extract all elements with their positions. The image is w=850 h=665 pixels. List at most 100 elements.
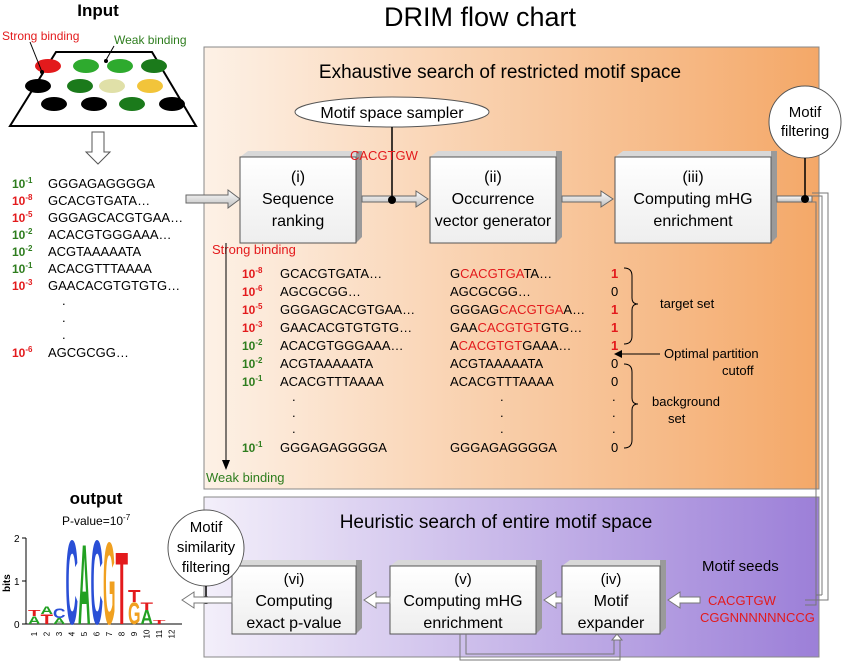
optimal-cutoff-arrow bbox=[614, 350, 660, 358]
table-ellipsis-dot: . bbox=[612, 421, 616, 436]
output-label: output bbox=[70, 489, 123, 508]
logo-ytick-2: 2 bbox=[14, 534, 20, 545]
box-motif-expander: (iv) Motif expander bbox=[561, 560, 666, 635]
box-vi-line1: Computing bbox=[255, 593, 332, 610]
input-sequence: GCACGTGATA… bbox=[48, 193, 150, 208]
optimal-cutoff-label-1: Optimal partition bbox=[664, 346, 759, 361]
input-pvalue: 10-3 bbox=[12, 278, 33, 293]
logo-letter: C bbox=[91, 517, 104, 651]
logo-letter: A bbox=[41, 604, 54, 617]
occurrence-bit: 0 bbox=[611, 356, 618, 371]
box-vi-num: (vi) bbox=[284, 571, 305, 588]
exhaustive-panel bbox=[203, 46, 820, 490]
logo-letter: T bbox=[141, 600, 154, 613]
plate-well bbox=[73, 59, 99, 73]
ranked-pvalue: 10-6 bbox=[242, 284, 263, 299]
logo-xtick: 7 bbox=[105, 631, 114, 636]
logo-letter: A bbox=[28, 614, 41, 627]
ranked-sequence: GGGAGCACGTGAA… bbox=[280, 302, 415, 317]
logo-xtick: 8 bbox=[118, 631, 127, 636]
input-pvalue: 10-2 bbox=[12, 244, 33, 259]
table-ellipsis-dot: . bbox=[292, 421, 296, 436]
occurrence-bit: 0 bbox=[611, 440, 618, 455]
input-weak-label: Weak binding bbox=[114, 33, 187, 47]
box-iii-line2: enrichment bbox=[653, 213, 733, 230]
box-ii-line2: vector generator bbox=[435, 213, 552, 230]
box-i-line1: Sequence bbox=[262, 191, 334, 208]
logo-xtick: 11 bbox=[155, 629, 164, 638]
plate-well bbox=[141, 59, 167, 73]
input-sequence: GAACACGTGTGTG… bbox=[48, 278, 180, 293]
ranked-pvalue: 10-1 bbox=[242, 440, 263, 455]
occurrence-sequence: GCACGTGATA… bbox=[450, 266, 552, 281]
logo-letter: C bbox=[66, 517, 79, 651]
plate-well bbox=[119, 97, 145, 111]
logo-letter: A bbox=[78, 522, 91, 649]
table-ellipsis-dot: . bbox=[292, 405, 296, 420]
plate-well bbox=[67, 79, 93, 93]
input-sequence: AGCGCGG… bbox=[48, 345, 129, 360]
ranked-sequence: GCACGTGATA… bbox=[280, 266, 382, 281]
motif-seed-1: CACGTGW bbox=[708, 593, 777, 608]
box-computing-mhg-enrichment: (iii) Computing mHG enrichment bbox=[614, 151, 777, 244]
motif-filtering-line2: filtering bbox=[781, 123, 829, 140]
box-iv-line1: Motif bbox=[594, 593, 629, 610]
ranking-weak-label: Weak binding bbox=[206, 470, 285, 485]
input-strong-label: Strong binding bbox=[2, 29, 79, 43]
box-ii-line1: Occurrence bbox=[452, 191, 535, 208]
ranked-sequence: ACACGTTTAAAA bbox=[280, 374, 384, 389]
plate-down-arrow bbox=[84, 131, 112, 165]
logo-letter: T bbox=[153, 619, 166, 625]
output-pvalue: P-value=10-7 bbox=[62, 513, 131, 528]
box-occurrence-vector-generator: (ii) Occurrence vector generator bbox=[429, 151, 562, 244]
occurrence-bit: 1 bbox=[611, 338, 618, 353]
occurrence-bit: 1 bbox=[611, 302, 618, 317]
ranking-strong-label: Strong binding bbox=[212, 242, 296, 257]
table-ellipsis-dot: . bbox=[500, 405, 504, 420]
similarity-line1: Motif bbox=[190, 519, 223, 536]
ranked-sequence: GAACACGTGTGTG… bbox=[280, 320, 412, 335]
logo-letter: A bbox=[141, 607, 154, 629]
exhaustive-title: Exhaustive search of restricted motif sp… bbox=[319, 62, 681, 83]
plate-well bbox=[99, 79, 125, 93]
plate-well bbox=[159, 97, 185, 111]
box-iii-line1: Computing mHG bbox=[633, 191, 752, 208]
box-v-line2: enrichment bbox=[423, 615, 503, 632]
occurrence-sequence: GGGAGAGGGGA bbox=[450, 440, 557, 455]
expander-to-mhg-arrow bbox=[543, 591, 563, 609]
occurrence-bit: 0 bbox=[611, 374, 618, 389]
pvalue-to-output-arrow bbox=[181, 591, 233, 609]
logo-xtick: 9 bbox=[130, 631, 139, 636]
logo-letter: T bbox=[28, 609, 41, 618]
background-set-label-1: background bbox=[652, 394, 720, 409]
input-ellipsis-dot: . bbox=[62, 327, 66, 342]
plate-well bbox=[41, 97, 67, 111]
input-pvalue: 10-5 bbox=[12, 210, 33, 225]
plate-well bbox=[25, 79, 51, 93]
logo-xtick: 1 bbox=[30, 631, 39, 636]
input-sequence: ACGTAAAAATA bbox=[48, 244, 142, 259]
logo-ytick-1: 1 bbox=[14, 577, 20, 588]
heuristic-title: Heuristic search of entire motif space bbox=[340, 512, 653, 533]
input-sequence: GGGAGAGGGGA bbox=[48, 176, 155, 191]
ranked-pvalue: 10-2 bbox=[242, 338, 263, 353]
logo-letter: A bbox=[53, 617, 66, 626]
motif-seed-2: CGGNNNNNNCCG bbox=[700, 610, 815, 625]
logo-xtick: 3 bbox=[55, 631, 64, 636]
occurrence-sequence: AGCGCGG… bbox=[450, 284, 531, 299]
seeds-to-expander-arrow bbox=[667, 591, 701, 609]
motif-filtering-line1: Motif bbox=[789, 104, 822, 121]
box-iv-line2: expander bbox=[578, 615, 645, 632]
box-iii-num: (iii) bbox=[682, 169, 703, 186]
occurrence-sequence: ACACGTTTAAAA bbox=[450, 374, 554, 389]
ranked-pvalue: 10-1 bbox=[242, 374, 263, 389]
similarity-line3: filtering bbox=[182, 559, 230, 576]
ranked-sequence-table: 10-8 GCACGTGATA… GCACGTGATA… 1 10-6 AGCGCGG… A… bbox=[242, 266, 618, 455]
ranked-pvalue: 10-8 bbox=[242, 266, 263, 281]
logo-xtick: 6 bbox=[93, 631, 102, 636]
box-computing-exact-p-value: (vi) Computing exact p-value bbox=[231, 560, 362, 635]
box-i-num: (i) bbox=[291, 169, 305, 186]
occurrence-bit: 1 bbox=[611, 266, 618, 281]
